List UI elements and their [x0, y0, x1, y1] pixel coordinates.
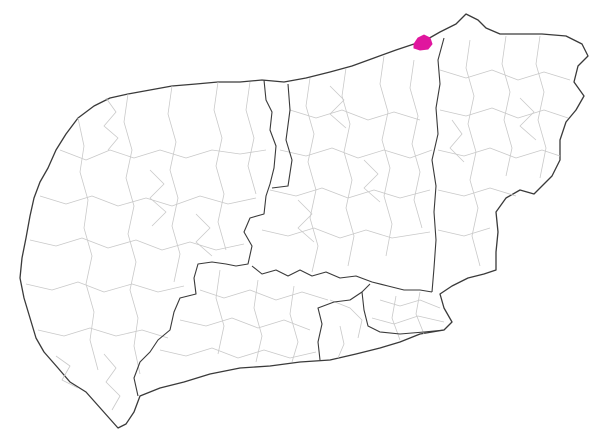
ward-boundary — [37, 327, 169, 339]
ward-boundary — [25, 281, 185, 293]
district-boundaries — [133, 37, 445, 397]
ward-boundary — [305, 77, 319, 273]
ward-boundary — [279, 147, 433, 159]
ward-boundary — [123, 93, 141, 375]
ward-boundary — [149, 169, 167, 227]
ward-boundary — [465, 39, 481, 267]
ward-boundary — [439, 107, 569, 119]
ward-boundary — [501, 35, 513, 177]
ward-boundary — [261, 227, 431, 239]
ward-boundary — [29, 237, 245, 251]
ward-boundary — [437, 187, 517, 197]
ward-boundary — [391, 295, 401, 341]
district-boundary — [251, 265, 433, 293]
ward-boundary — [297, 199, 315, 243]
ward-boundary — [371, 315, 445, 325]
ward-boundary — [199, 289, 329, 301]
ward-boundary — [337, 325, 345, 359]
ward-boundary — [379, 299, 441, 309]
ward-boundary — [159, 347, 317, 359]
county-outline — [19, 13, 589, 429]
ward-boundary — [363, 159, 381, 203]
ward-boundary — [215, 269, 225, 355]
ward-boundary — [449, 119, 465, 163]
ward-boundaries — [25, 35, 571, 411]
ward-boundary — [519, 97, 537, 141]
highlighted-ward[interactable] — [413, 34, 433, 51]
ward-boundary — [55, 355, 79, 389]
ward-boundary — [329, 299, 363, 339]
district-boundary — [361, 283, 371, 293]
ward-boundary — [167, 85, 181, 283]
ward-boundary — [437, 227, 491, 237]
ward-boundary — [213, 81, 227, 251]
ward-boundary — [103, 353, 121, 411]
ward-boundary — [409, 59, 423, 229]
ward-boundary — [379, 55, 393, 257]
ward-boundary — [59, 149, 267, 161]
ward-boundary — [253, 279, 263, 363]
ward-boundary — [289, 285, 299, 363]
district-boundary — [133, 79, 277, 397]
ward-boundary — [289, 109, 421, 121]
ward-boundary — [77, 117, 99, 371]
district-boundary — [431, 37, 445, 293]
ward-boundary — [415, 291, 425, 335]
district-boundary — [271, 83, 293, 189]
ward-boundary — [195, 213, 213, 257]
ward-boundary — [535, 35, 547, 179]
ward-boundary — [179, 317, 311, 331]
ward-boundary — [103, 97, 119, 151]
ward-boundary — [39, 195, 257, 207]
ward-boundary — [329, 85, 347, 129]
ward-boundary — [245, 81, 257, 195]
